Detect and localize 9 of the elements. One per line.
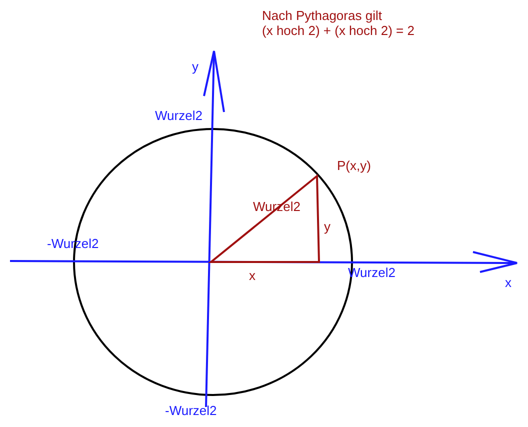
- axis-label: x: [505, 275, 512, 290]
- side-label: x: [249, 268, 256, 283]
- axis-value-label: -Wurzel2: [165, 403, 217, 418]
- axis-value-label: Wurzel2: [155, 108, 202, 123]
- point-label: P(x,y): [337, 158, 371, 173]
- side-label: y: [324, 219, 330, 234]
- note-text: Nach Pythagoras gilt: [262, 8, 382, 23]
- formula-text: (x hoch 2) + (x hoch 2) = 2: [262, 23, 414, 38]
- axis-label: y: [192, 59, 198, 74]
